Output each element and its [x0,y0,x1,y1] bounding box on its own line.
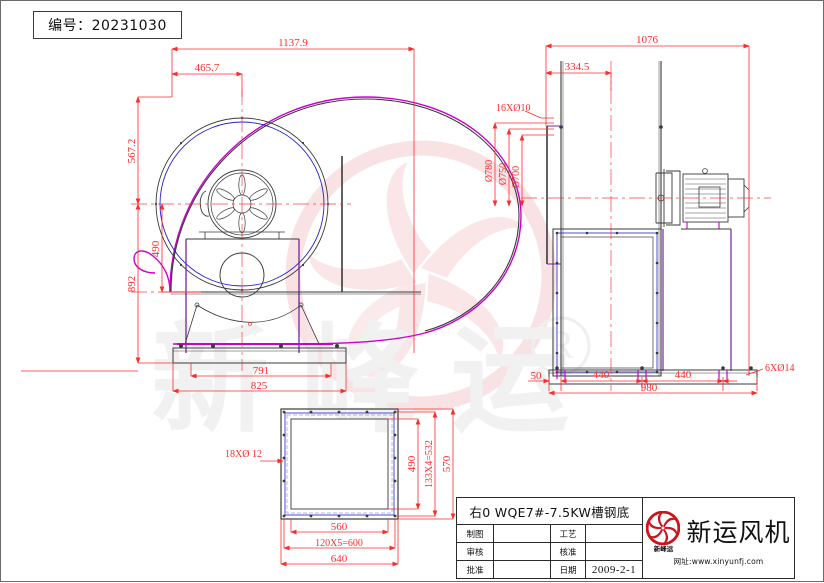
brand-row: 新峰运 新运风机 [646,510,791,553]
company-logo: 新峰运 [646,510,681,553]
dim-dia-inner: Ø700 [511,166,522,188]
front-view-dimension-text: 1137.9 465.7 567.2 490 892 791 825 [126,37,308,392]
dim-dia-mid: Ø750 [498,163,509,185]
dim-plate-inner-w: 560 [331,521,348,533]
dim-overall-width: 1137.9 [278,37,308,49]
value-hezhun[interactable] [586,543,642,560]
dim-plate-pitch-w: 120X5=600 [315,538,363,549]
dim-dia-outer: Ø780 [484,160,495,182]
brand-website: 网址:www.xinyunfj.com [673,557,764,566]
brand-name: 新运风机 [686,517,791,547]
dim-base-span-1: 440 [593,369,610,381]
dim-mid-height: 490 [150,240,162,257]
front-view-dimensions [21,46,415,394]
value-riqi[interactable]: 2009-2-1 [591,563,637,576]
dim-side-overall-width: 1076 [636,34,659,46]
dim-base-left: 50 [531,370,543,382]
dim-plate-inner-h: 490 [406,455,418,472]
dim-inlet-offset: 334.5 [565,61,590,73]
label-riqi: 日期 [551,561,586,578]
dim-base-span-2: 440 [675,369,692,381]
dim-base-outer: 825 [251,380,268,392]
fan-logo-icon [646,510,681,546]
label-shenhe: 审核 [457,543,494,560]
value-gongyi[interactable] [586,525,642,542]
note-18x-d12: 18XØ 12 [225,449,262,460]
front-view-geometry [131,89,522,371]
dim-plate-pitch-h: 133X4=532 [424,440,435,488]
side-view-geometry [521,61,771,391]
baseplate-dimension-text: 18XØ 12 490 133X4=532 570 560 120X5=600 … [225,440,453,565]
drawing-number-box: 编号：20231030 [33,11,182,39]
dim-overall-height: 892 [126,276,138,293]
side-view-dimensions [492,43,764,396]
label-hezhun: 核准 [551,543,586,560]
logo-subtext: 新峰运 [653,545,674,553]
title-block-left: 右0 WQE7#-7.5KW槽钢底 制图 工艺 审核 核准 批准 日期 2009… [457,498,643,578]
note-16x-d10: 16XØ10 [496,103,530,114]
value-pizhun[interactable] [494,561,551,578]
note-6x-d14: 6XØ14 [765,363,794,374]
dim-offset-width: 465.7 [195,62,220,74]
label-pizhun: 批准 [457,561,494,578]
dim-base-total: 980 [641,382,658,394]
title-block: 右0 WQE7#-7.5KW槽钢底 制图 工艺 审核 核准 批准 日期 2009… [456,497,795,579]
brand-panel: 新峰运 新运风机 网址:www.xinyunfj.com [643,498,794,578]
value-shenhe[interactable] [494,543,551,560]
value-zhitu[interactable] [494,525,551,542]
side-view-dimension-text: 1076 334.5 16XØ10 Ø780 Ø750 Ø700 50 440 … [484,34,794,394]
dim-base-inner: 791 [253,365,270,377]
dim-upper-height: 567.2 [126,139,138,164]
dim-plate-outer-w: 640 [331,553,348,565]
label-zhitu: 制图 [457,525,494,542]
drawing-number-label: 编号：20231030 [48,18,167,34]
baseplate-dimensions [260,408,456,567]
title-block-row: 审核 核准 [457,543,642,561]
baseplate-geometry [280,408,399,520]
title-block-row: 制图 工艺 [457,525,642,543]
label-gongyi: 工艺 [551,525,586,542]
drawing-title: 右0 WQE7#-7.5KW槽钢底 [457,498,642,525]
title-block-row: 批准 日期 2009-2-1 [457,561,642,578]
dim-plate-outer-h: 570 [441,455,453,472]
